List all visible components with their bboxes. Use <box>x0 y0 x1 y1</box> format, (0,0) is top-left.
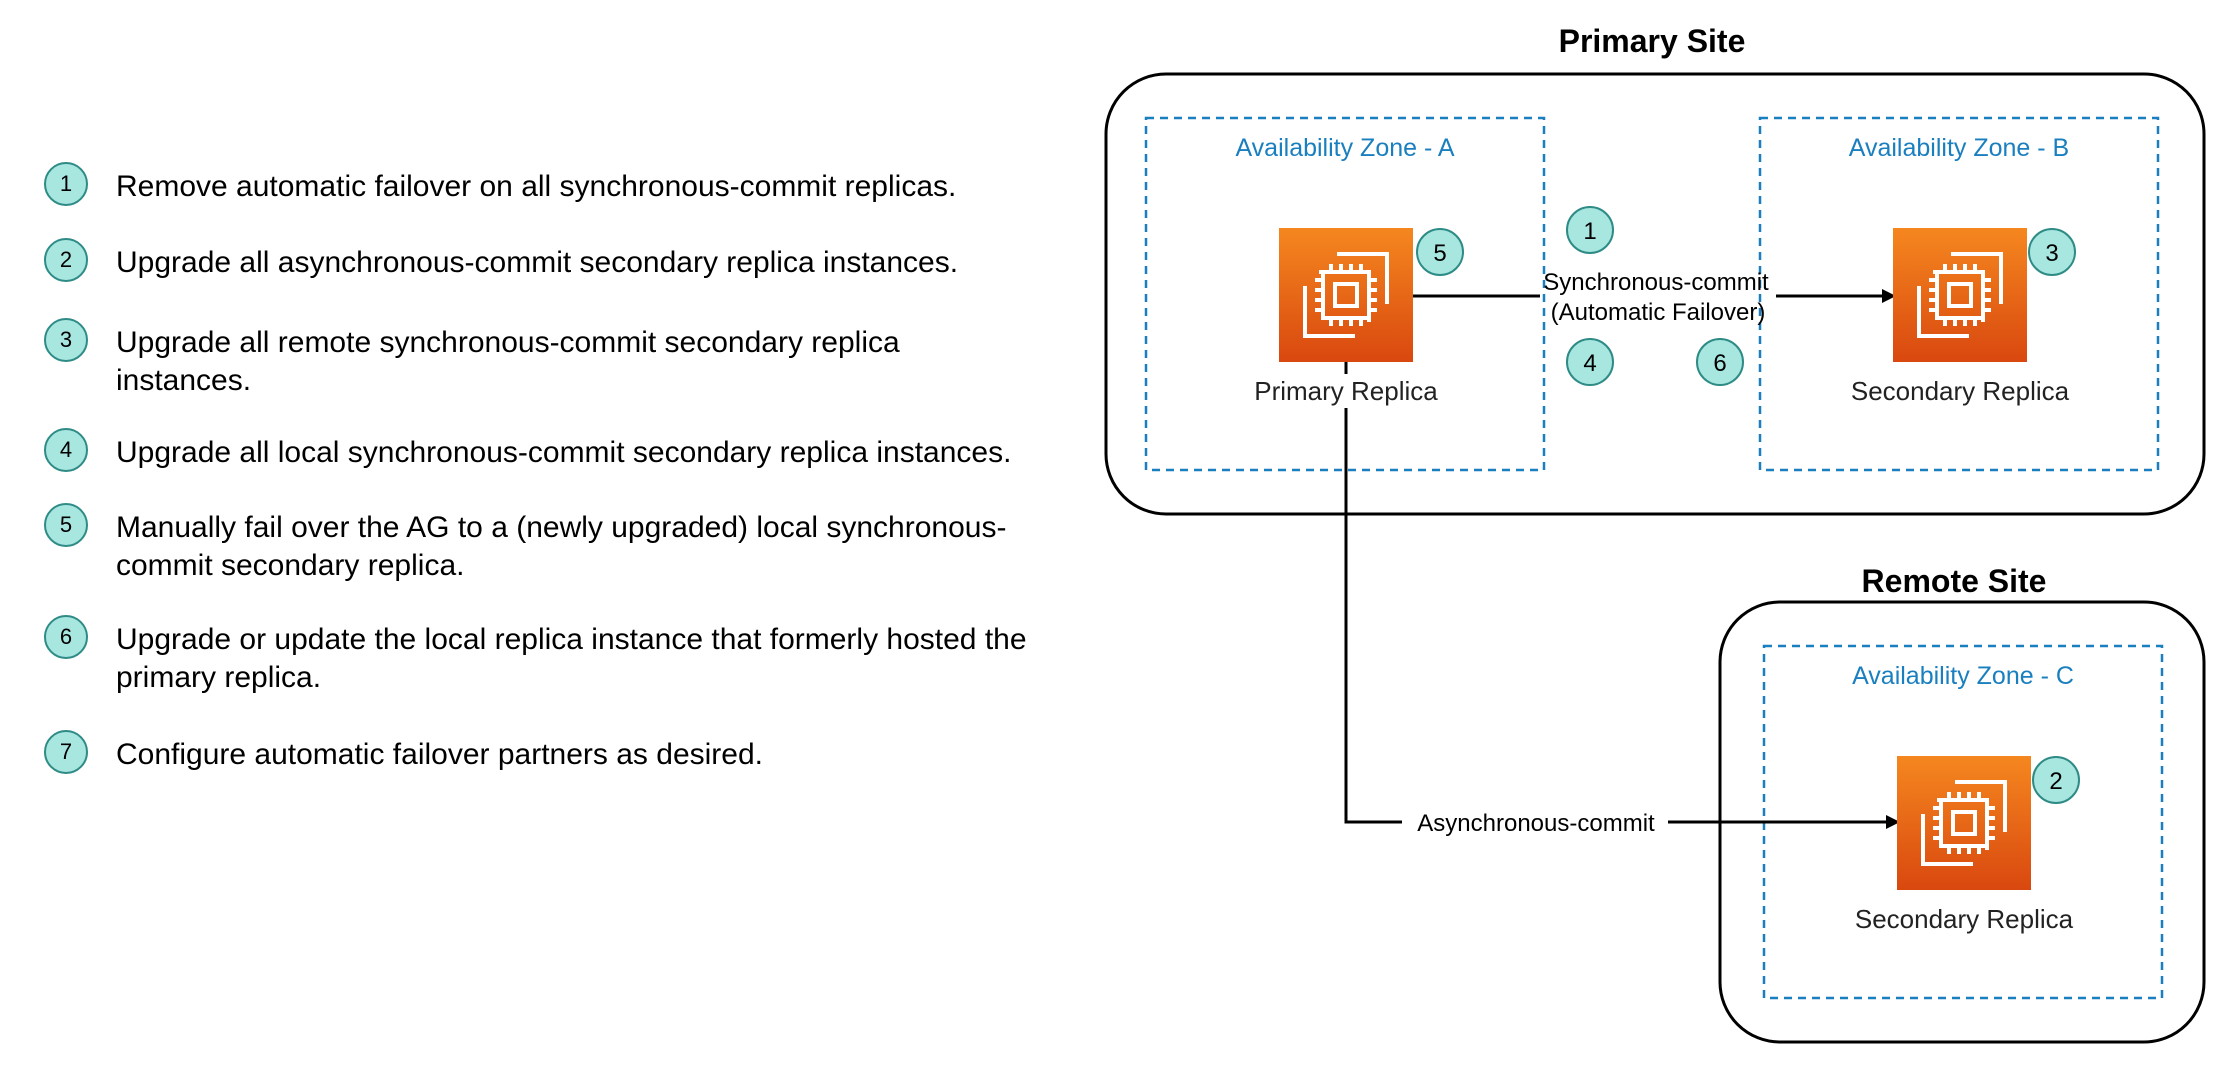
primary-replica-badge: 5 <box>1416 228 1464 276</box>
step-text: Remove automatic failover on all synchro… <box>116 170 957 203</box>
secondary-replica-c-label: Secondary Replica <box>1855 904 2074 934</box>
svg-text:6: 6 <box>1713 350 1726 377</box>
availability-zone-c-label: Availability Zone - C <box>1852 662 2074 690</box>
secondary-replica-b-badge: 3 <box>2028 228 2076 276</box>
svg-text:3: 3 <box>2045 240 2058 267</box>
secondary-replica-c-badge: 2 <box>2032 756 2080 804</box>
availability-zone-a-label: Availability Zone - A <box>1235 134 1454 162</box>
ec2-instance-icon <box>1891 226 2029 364</box>
step-text: Upgrade or update the local replica inst… <box>116 623 1027 694</box>
ec2-instance-icon <box>1895 754 2033 892</box>
svg-text:5: 5 <box>1433 240 1446 267</box>
svg-text:1: 1 <box>1583 218 1596 245</box>
step-number-badge: 6 <box>44 615 88 659</box>
step-number-badge: 3 <box>44 318 88 362</box>
ec2-instance-icon <box>1277 226 1415 364</box>
step-text: Upgrade all local synchronous-commit sec… <box>116 436 1012 469</box>
step-item: 6 Upgrade or update the local replica in… <box>44 615 1036 697</box>
step-number-badge: 5 <box>44 503 88 547</box>
step-item: 3 Upgrade all remote synchronous-commit … <box>44 318 996 400</box>
primary-replica-label: Primary Replica <box>1254 376 1438 406</box>
primary-site-box <box>1104 72 2206 516</box>
step-number-badge: 2 <box>44 238 88 282</box>
automatic-failover-label: (Automatic Failover) <box>1551 299 1766 326</box>
sync-commit-label: Synchronous-commit <box>1543 269 1769 296</box>
secondary-replica-b-label: Secondary Replica <box>1851 376 2070 406</box>
edge-badge-left: 4 <box>1566 338 1614 386</box>
step-item: 5 Manually fail over the AG to a (newly … <box>44 503 1046 585</box>
async-commit-label: Asynchronous-commit <box>1417 810 1655 837</box>
svg-text:4: 4 <box>1583 350 1596 377</box>
edge-badge-right: 6 <box>1696 338 1744 386</box>
step-number-badge: 4 <box>44 428 88 472</box>
availability-zone-b-label: Availability Zone - B <box>1849 134 2069 162</box>
step-text: Manually fail over the AG to a (newly up… <box>116 511 1007 582</box>
upgrade-steps-list: 1 Remove automatic failover on all synch… <box>0 0 1080 800</box>
primary-site-title: Primary Site <box>1559 23 1746 59</box>
step-item: 4 Upgrade all local synchronous-commit s… <box>44 428 1096 472</box>
async-commit-line-left <box>1344 362 1402 824</box>
step-text: Upgrade all asynchronous-commit secondar… <box>116 246 959 279</box>
step-text: Upgrade all remote synchronous-commit se… <box>116 326 900 397</box>
availability-zone-b-box <box>1758 116 2160 472</box>
step-text: Configure automatic failover partners as… <box>116 738 763 771</box>
step-item: 2 Upgrade all asynchronous-commit second… <box>44 238 1076 282</box>
step-number-badge: 1 <box>44 162 88 206</box>
step-number-badge: 7 <box>44 730 88 774</box>
edge-badge-top: 1 <box>1566 206 1614 254</box>
step-item: 1 Remove automatic failover on all synch… <box>44 162 1076 206</box>
remote-site-title: Remote Site <box>1862 563 2047 599</box>
step-item: 7 Configure automatic failover partners … <box>44 730 1076 774</box>
svg-text:2: 2 <box>2049 768 2062 795</box>
availability-zone-a-box <box>1144 116 1546 472</box>
primary-replica-label-bg <box>1248 374 1448 408</box>
